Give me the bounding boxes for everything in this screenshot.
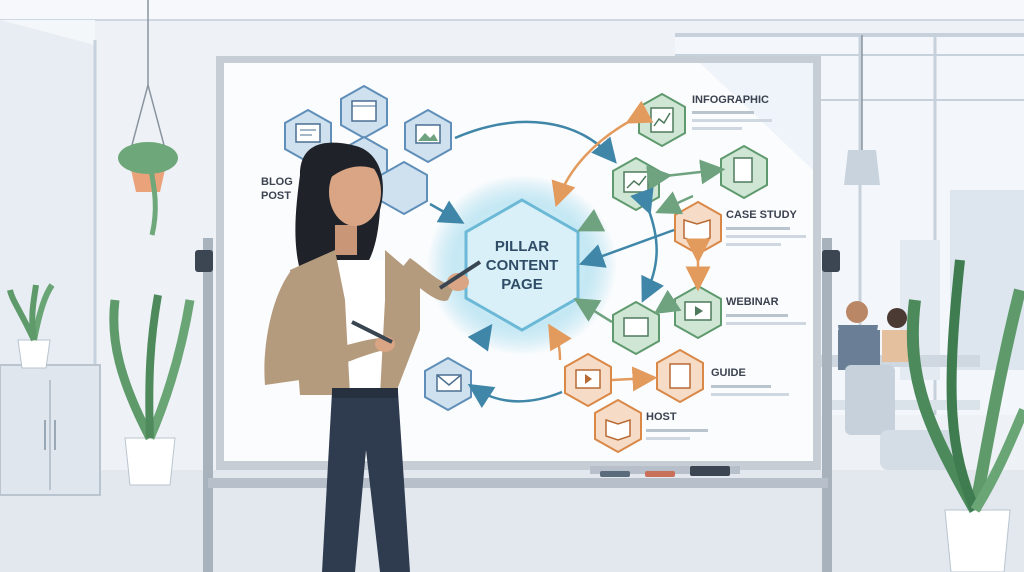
pendant-lamp — [844, 35, 880, 185]
document-icon — [295, 123, 321, 143]
pillar-label-line3: PAGE — [501, 276, 542, 293]
page-icon — [623, 317, 649, 337]
pillar-label-line2: CONTENT — [486, 257, 559, 274]
pillar-label-line1: PILLAR — [495, 238, 549, 255]
blog-label-line1: BLOG — [261, 176, 293, 188]
presenter — [264, 142, 482, 572]
chart-icon — [650, 107, 674, 133]
guide-icon — [669, 363, 691, 389]
left-cabinet — [0, 364, 101, 496]
case-study-label: CASE STUDY — [726, 209, 798, 221]
book-icon — [683, 218, 711, 243]
open-book-icon — [605, 418, 631, 441]
hanging-plant — [118, 0, 178, 236]
background-people — [820, 301, 980, 470]
host-label: HOST — [646, 411, 677, 423]
infographic-label: INFOGRAPHIC — [692, 94, 769, 106]
webpage-icon — [351, 100, 377, 122]
report-icon — [733, 157, 753, 183]
guide-label: GUIDE — [711, 367, 746, 379]
ceiling — [0, 0, 1024, 20]
webinar-label: WEBINAR — [726, 296, 779, 308]
small-plant — [7, 283, 55, 369]
blog-label-line2: POST — [261, 190, 291, 202]
diagram-arrows — [429, 100, 726, 409]
envelope-icon — [436, 374, 462, 392]
whiteboard-stand — [195, 238, 840, 572]
pillar-hexagon: PILLAR CONTENT PAGE — [427, 175, 617, 355]
floor-plant-right — [906, 259, 1024, 572]
floor-plant-left — [109, 294, 195, 486]
